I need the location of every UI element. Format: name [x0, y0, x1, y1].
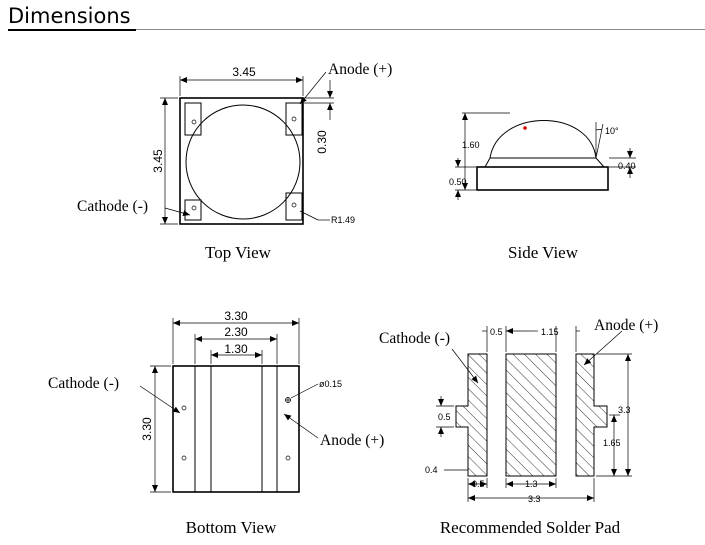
pad-bottom-mid-dim: 1.3 [525, 479, 538, 489]
top-view-mark [291, 202, 297, 208]
pad-bottom-left-dim: 0.5 [472, 479, 485, 489]
solder-pad: 0.5 1.15 0.5 0.4 3.3 1.65 0.5 1.3 [379, 317, 658, 537]
top-pad-dim: 0.30 [315, 130, 329, 154]
side-height-dim: 1.60 [462, 140, 480, 150]
pad-left-tab-dim: 0.5 [438, 412, 451, 422]
bottom-anode-label: Anode (+) [320, 432, 384, 449]
top-view-caption: Top View [205, 243, 272, 262]
top-view-pad-tl [184, 102, 202, 136]
pad-left-bottom-dim: 0.4 [425, 465, 438, 475]
header: Dimensions [0, 0, 705, 34]
top-view-body [179, 97, 304, 225]
pad-cathode-label: Cathode (-) [379, 330, 450, 347]
top-anode-label: Anode (+) [328, 61, 392, 78]
bottom-outer-dim: 3.30 [224, 309, 248, 323]
top-cathode-label: Cathode (-) [77, 198, 148, 215]
pad-right-total-dim: 3.3 [618, 405, 631, 415]
pad-top-left-dim: 0.5 [490, 327, 503, 337]
bottom-cathode-label: Cathode (-) [48, 375, 119, 392]
bottom-view-hole [181, 405, 187, 411]
top-view-pad-bl [184, 199, 202, 221]
side-view-dot [523, 126, 527, 130]
side-pad-dim: 0.40 [618, 161, 636, 171]
bottom-inner-dim: 2.30 [224, 325, 248, 339]
side-view: 1.60 0.50 0.40 10° Side View [449, 112, 636, 262]
header-rule [136, 29, 705, 30]
top-view-mark [291, 116, 297, 122]
bottom-view-caption: Bottom View [186, 518, 277, 537]
pad-top-right-dim: 1.15 [541, 327, 559, 337]
top-view: 3.45 3.45 0.30 Anode (+) Cathode (-) R1.… [77, 61, 392, 262]
pad-bottom-total-dim: 3.3 [528, 494, 541, 504]
solder-pad-cathode [455, 353, 488, 477]
bottom-center-dim: 1.30 [224, 342, 248, 356]
solder-pad-center [505, 353, 557, 477]
top-view-pad-br [285, 192, 303, 221]
side-base-dim: 0.50 [449, 177, 467, 187]
title-underline [8, 29, 136, 31]
bottom-view-pad-right [276, 365, 300, 493]
top-radius-dim: R1.49 [331, 215, 355, 225]
solder-pad-anode [575, 353, 608, 477]
side-view-base [476, 166, 609, 191]
bottom-view-center-pad [210, 365, 263, 493]
top-view-pad-tr [285, 102, 303, 136]
side-view-step [484, 157, 605, 168]
side-view-caption: Side View [508, 243, 579, 262]
side-angle-dim: 10° [605, 126, 619, 136]
bottom-height-dim: 3.30 [140, 417, 154, 441]
bottom-view-body [172, 365, 300, 493]
bottom-view-hole [181, 455, 187, 461]
bottom-hole-dim: ø0.15 [319, 379, 342, 389]
bottom-view-pad-left [172, 365, 196, 493]
top-width-dim: 3.45 [232, 65, 256, 79]
top-view-mark [191, 119, 197, 125]
top-view-lens [185, 104, 301, 220]
pad-right-half-dim: 1.65 [603, 438, 621, 448]
top-height-dim: 3.45 [151, 149, 165, 173]
top-view-mark [191, 205, 197, 211]
page-title: Dimensions [8, 4, 131, 28]
bottom-view: 3.30 2.30 1.30 3.30 ø0.15 Anode (+) Cath… [48, 309, 384, 537]
solder-pad-caption: Recommended Solder Pad [440, 518, 621, 537]
pad-anode-label: Anode (+) [594, 317, 658, 334]
bottom-view-hole [285, 455, 291, 461]
side-view-dome [489, 120, 597, 159]
